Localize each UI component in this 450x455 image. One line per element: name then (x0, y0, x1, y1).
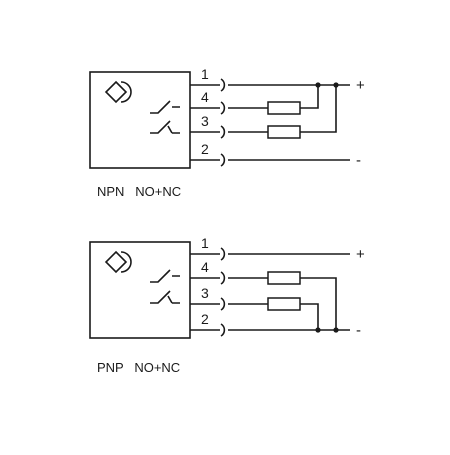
pnp-connector-icons (220, 247, 232, 337)
npn-pin-label: 1 (201, 66, 209, 82)
npn-junction-dot (333, 82, 339, 88)
pnp-junction-dot (315, 327, 321, 333)
pnp-caption: PNP NO+NC (97, 360, 180, 375)
npn-negative-terminal: - (356, 152, 361, 169)
pnp-nc-switch-icon (150, 290, 180, 304)
npn-load-resistor (267, 125, 301, 139)
npn-connector-icons (220, 78, 232, 167)
pnp-no-switch-icon (150, 269, 180, 283)
pnp-negative-terminal: - (356, 322, 361, 339)
pnp-pin-label: 3 (201, 285, 209, 301)
pnp-wiring (232, 253, 350, 331)
npn-pin-leads (190, 84, 220, 161)
npn-junction-dot (315, 82, 321, 88)
npn-sensor-body (89, 71, 191, 169)
npn-positive-terminal: + (356, 77, 365, 94)
pnp-sensor-body (89, 241, 191, 339)
npn-caption: NPN NO+NC (97, 184, 181, 199)
pnp-positive-terminal: + (356, 246, 365, 263)
npn-sensor-face-icon (104, 80, 132, 104)
pnp-junction-dot (333, 327, 339, 333)
npn-pin-label: 4 (201, 89, 209, 105)
npn-load-resistor (267, 101, 301, 115)
pnp-pin-label: 4 (201, 259, 209, 275)
pnp-sensor-face-icon (104, 250, 132, 274)
npn-nc-switch-icon (150, 120, 180, 134)
pnp-pin-label: 2 (201, 311, 209, 327)
npn-no-switch-icon (150, 100, 180, 114)
pnp-load-resistor (267, 271, 301, 285)
npn-pin-label: 2 (201, 141, 209, 157)
pnp-pin-leads (190, 253, 220, 331)
pnp-pin-label: 1 (201, 235, 209, 251)
pnp-load-resistor (267, 297, 301, 311)
pnp-diagram: 1 4 3 2 + - PNP NO+NC (89, 235, 365, 375)
npn-diagram: 1 4 3 2 + - NPN NO+NC (89, 66, 365, 199)
npn-pin-label: 3 (201, 113, 209, 129)
npn-wiring (232, 84, 350, 161)
